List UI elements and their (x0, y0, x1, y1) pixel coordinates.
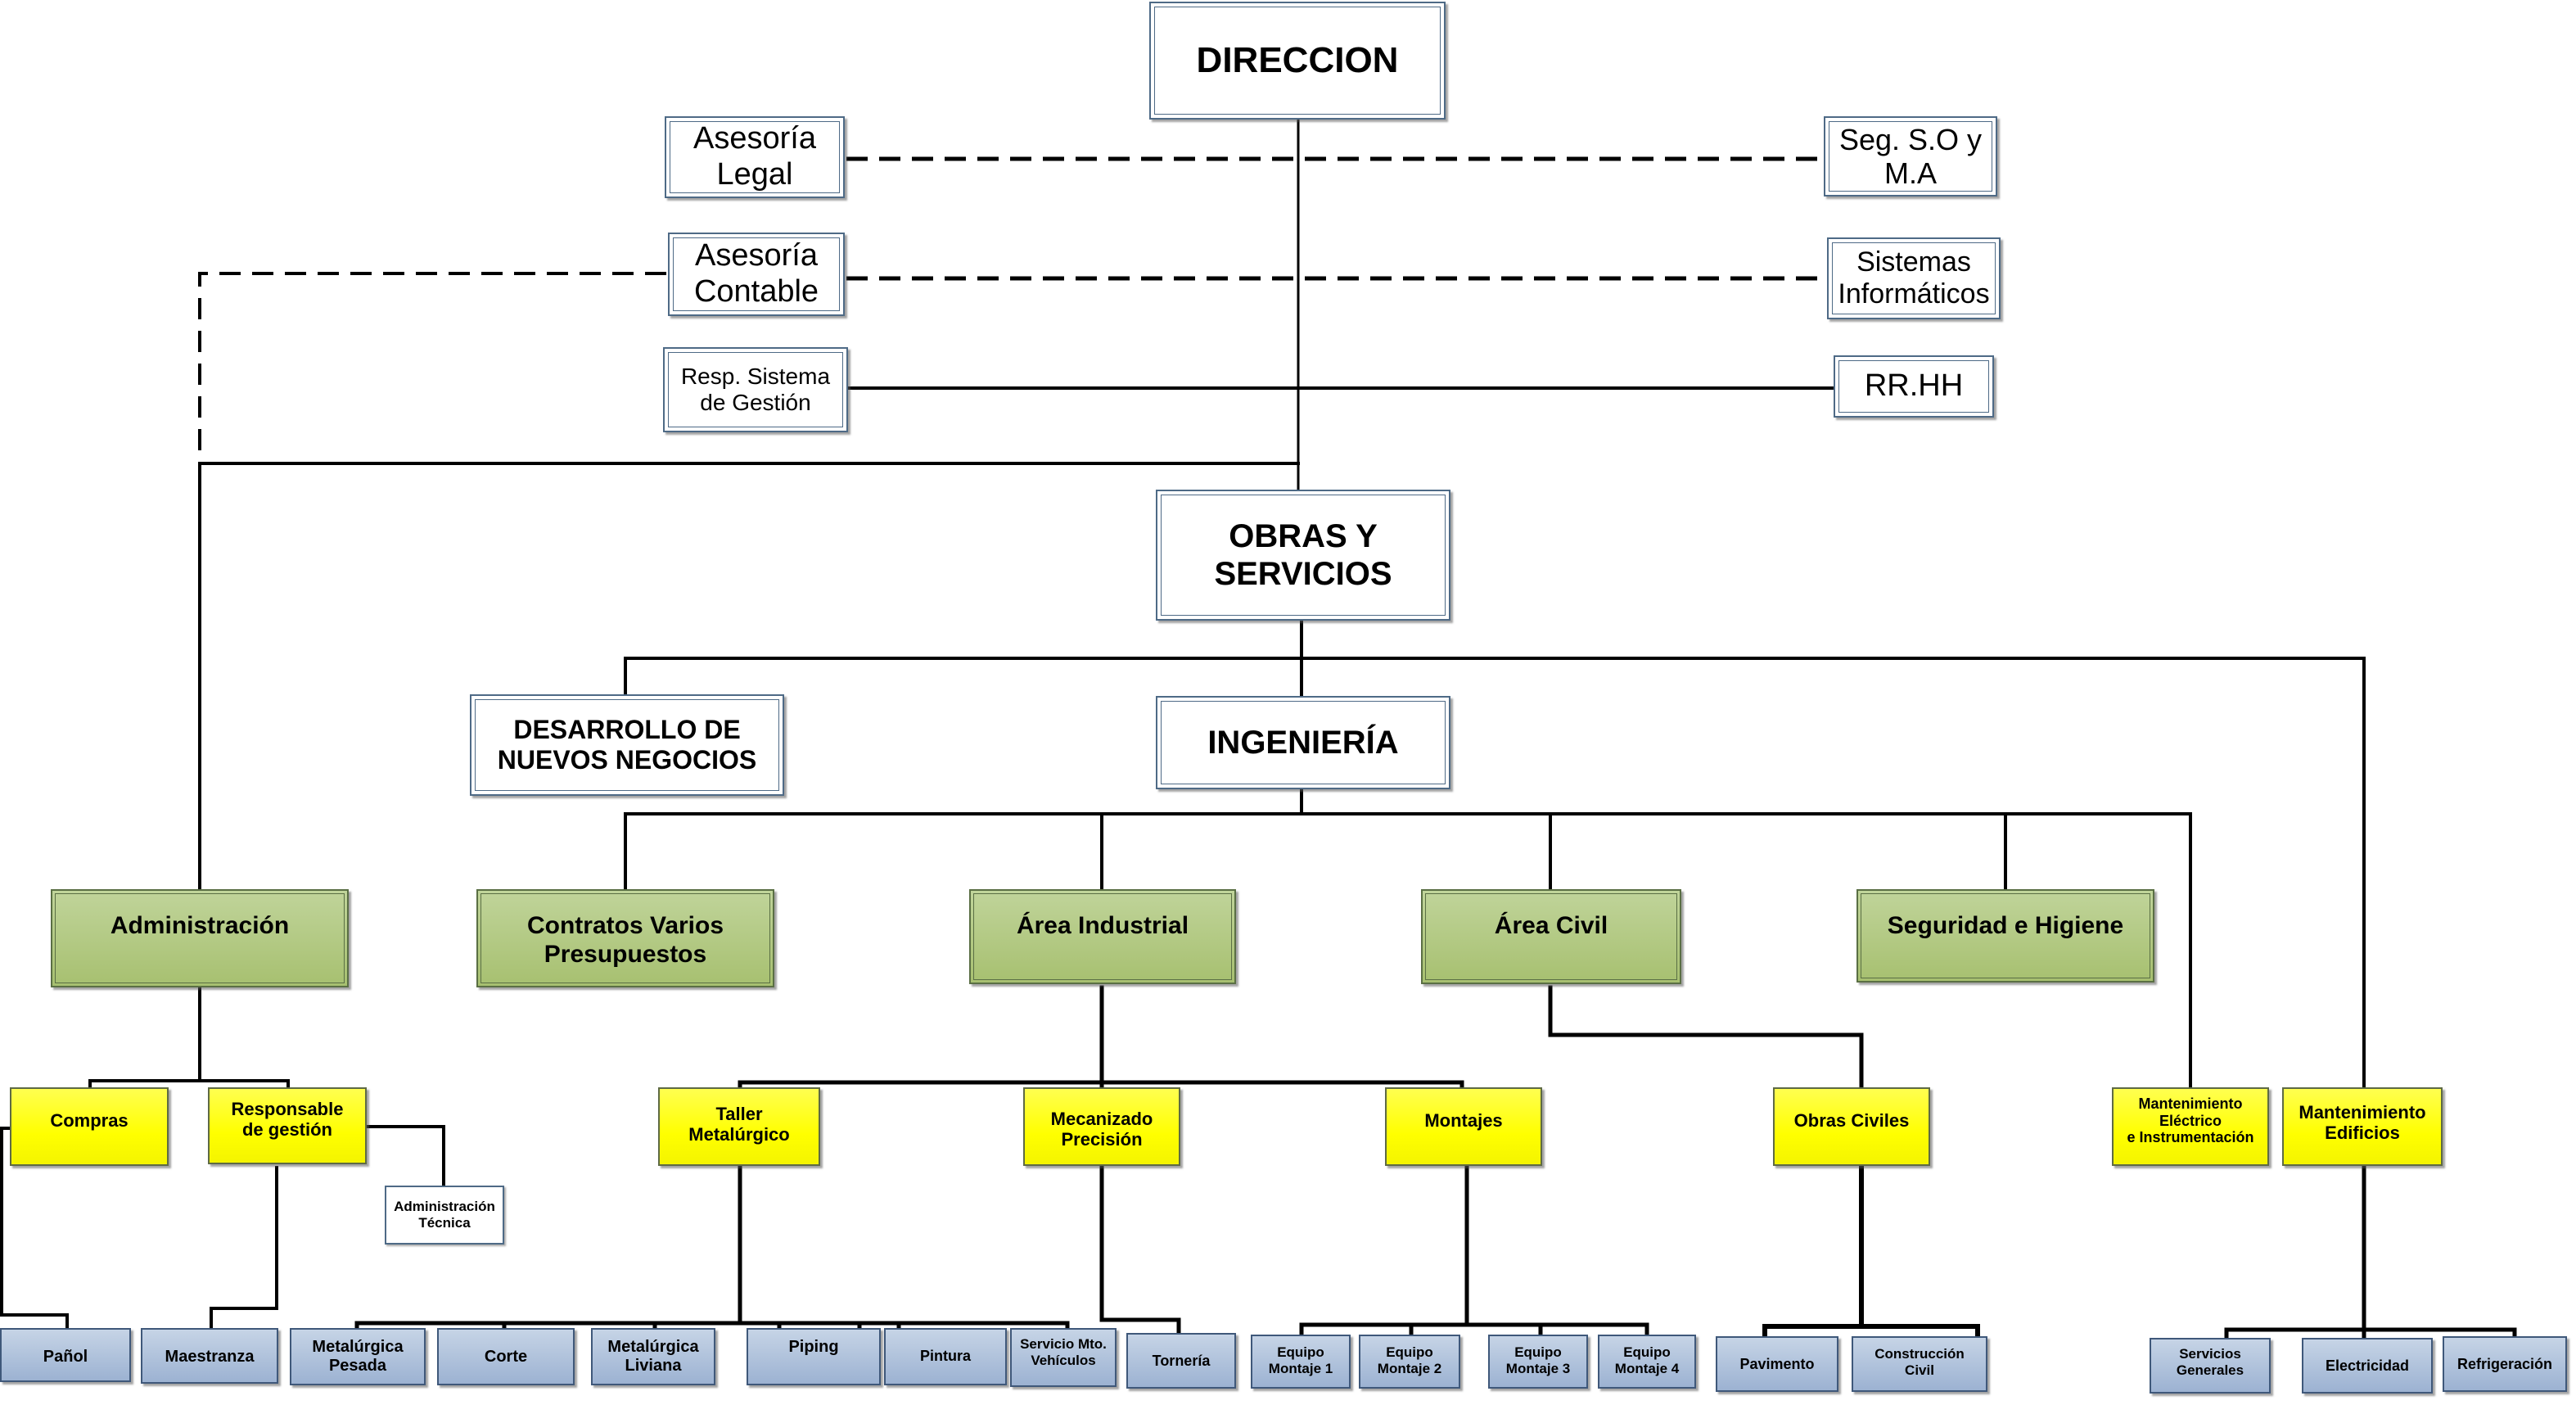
node-electricidad[interactable]: Electricidad (2302, 1338, 2433, 1394)
node-torneria[interactable]: Tornería (1126, 1333, 1236, 1389)
node-rrhh[interactable]: RR.HH (1834, 355, 1994, 418)
node-metalurgica-pesada[interactable]: Metalúrgica Pesada (290, 1328, 426, 1385)
node-construccion-civil[interactable]: Construcción Civil (1852, 1336, 1987, 1392)
node-compras[interactable]: Compras (10, 1087, 169, 1166)
connector-admin-children (88, 986, 290, 1089)
node-asesoria-legal[interactable]: Asesoría Legal (665, 116, 845, 198)
node-pavimento[interactable]: Pavimento (1716, 1336, 1838, 1392)
node-mecanizado-precision[interactable]: Mecanizado Precisión (1023, 1087, 1180, 1166)
node-asesoria-contable[interactable]: Asesoría Contable (668, 233, 845, 316)
connector-obras-bus (624, 619, 2366, 1089)
node-equipo-montaje-3[interactable]: Equipo Montaje 3 (1488, 1335, 1588, 1389)
connector-montajes-children (1299, 1165, 1649, 1337)
connector-direccion-admin (198, 462, 1300, 891)
node-direccion[interactable]: DIRECCION (1149, 2, 1446, 120)
connector-obras-children (1762, 1165, 1980, 1339)
node-area-civil[interactable]: Área Civil (1421, 889, 1681, 984)
node-obras-civiles[interactable]: Obras Civiles (1773, 1087, 1930, 1166)
node-administracion-tecnica[interactable]: Administración Técnica (385, 1186, 504, 1245)
node-metalurgica-liviana[interactable]: Metalúrgica Liviana (591, 1328, 715, 1385)
node-obras-servicios[interactable]: OBRAS Y SERVICIOS (1156, 490, 1450, 621)
connector-taller-children (354, 1165, 901, 1330)
node-equipo-montaje-4[interactable]: Equipo Montaje 4 (1598, 1335, 1696, 1389)
node-administracion[interactable]: Administración (51, 889, 349, 987)
node-sistemas-informaticos[interactable]: Sistemas Informáticos (1827, 237, 2001, 319)
node-desarrollo-negocios[interactable]: DESARROLLO DE NUEVOS NEGOCIOS (470, 694, 784, 796)
node-seguridad-higiene[interactable]: Seguridad e Higiene (1856, 889, 2154, 983)
node-pintura[interactable]: Pintura (884, 1328, 1007, 1385)
node-servicios-generales[interactable]: Servicios Generales (2150, 1338, 2271, 1394)
node-ingenieria[interactable]: INGENIERÍA (1156, 696, 1450, 789)
node-taller-metalurgico[interactable]: Taller Metalúrgico (658, 1087, 820, 1166)
node-area-industrial[interactable]: Área Industrial (969, 889, 1236, 984)
connector-mecanizado-torneria (1099, 1165, 1181, 1335)
connector-edificios-children (2224, 1165, 2517, 1340)
connector-ingenieria-bus (624, 788, 2192, 1089)
connector-civil-obras (1548, 985, 1864, 1090)
node-refrigeracion[interactable]: Refrigeración (2443, 1336, 2567, 1392)
connector-compras-panol (0, 1127, 69, 1330)
node-panol[interactable]: Pañol (0, 1328, 131, 1382)
connector-industrial-bus (738, 985, 1464, 1090)
node-maestranza[interactable]: Maestranza (141, 1328, 278, 1384)
node-montajes[interactable]: Montajes (1385, 1087, 1542, 1166)
node-resp-sistema-gestion[interactable]: Resp. Sistema de Gestión (663, 347, 848, 432)
node-contratos-presupuestos[interactable]: Contratos Varios Presupuestos (476, 889, 774, 987)
node-mant-edificios[interactable]: Mantenimiento Edificios (2282, 1087, 2443, 1166)
connector-resp-admtecnica (365, 1125, 445, 1187)
connector-resp-maestranza (210, 1166, 278, 1330)
node-corte[interactable]: Corte (437, 1328, 575, 1385)
node-seg-so-ma[interactable]: Seg. S.O y M.A (1824, 116, 1997, 197)
node-servicio-mto-vehiculos[interactable]: Servicio Mto. Vehículos (1010, 1328, 1117, 1387)
node-piping[interactable]: Piping (747, 1328, 881, 1385)
node-mant-electrico[interactable]: Mantenimiento Eléctrico e Instrumentació… (2112, 1087, 2269, 1166)
node-responsable-gestion[interactable]: Responsable de gestión (208, 1087, 367, 1164)
node-equipo-montaje-2[interactable]: Equipo Montaje 2 (1359, 1335, 1460, 1389)
node-equipo-montaje-1[interactable]: Equipo Montaje 1 (1251, 1335, 1351, 1389)
connector-dashed-contable-admin (198, 272, 666, 463)
